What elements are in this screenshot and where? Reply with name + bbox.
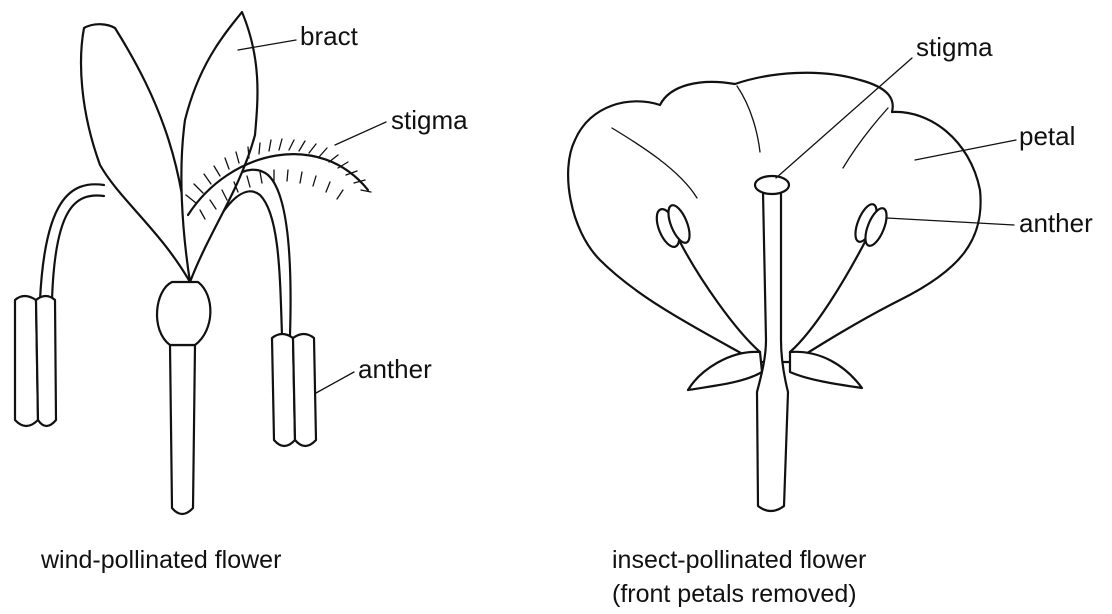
wind-stem — [170, 345, 195, 514]
left-filament — [40, 184, 104, 300]
wind-pollinated-flower: bract stigma anther wind-pollinated flow… — [15, 12, 468, 574]
insect-caption-line1: insect-pollinated flower — [612, 546, 866, 574]
insect-anther-label: anther — [1019, 208, 1093, 238]
left-sepal — [688, 352, 762, 390]
insect-pollinated-flower: stigma petal anther insect-pollinated fl… — [568, 32, 1093, 608]
insect-stigma-label: stigma — [916, 32, 993, 62]
ovary — [157, 282, 210, 345]
petal-label: petal — [1019, 121, 1075, 151]
wind-anther-leader — [316, 372, 354, 393]
left-bract — [81, 24, 190, 282]
wind-caption: wind-pollinated flower — [40, 546, 281, 574]
bract-label: bract — [300, 21, 359, 51]
right-bract — [181, 12, 257, 282]
wind-stigma-label: stigma — [391, 105, 468, 135]
right-sepal — [790, 352, 862, 388]
insect-caption-line2: (front petals removed) — [612, 580, 857, 608]
insect-stigma — [755, 176, 789, 194]
left-anther — [15, 296, 56, 426]
wind-anther-label: anther — [358, 354, 432, 384]
right-anther — [272, 334, 316, 446]
wind-stigma-leader — [335, 122, 386, 145]
